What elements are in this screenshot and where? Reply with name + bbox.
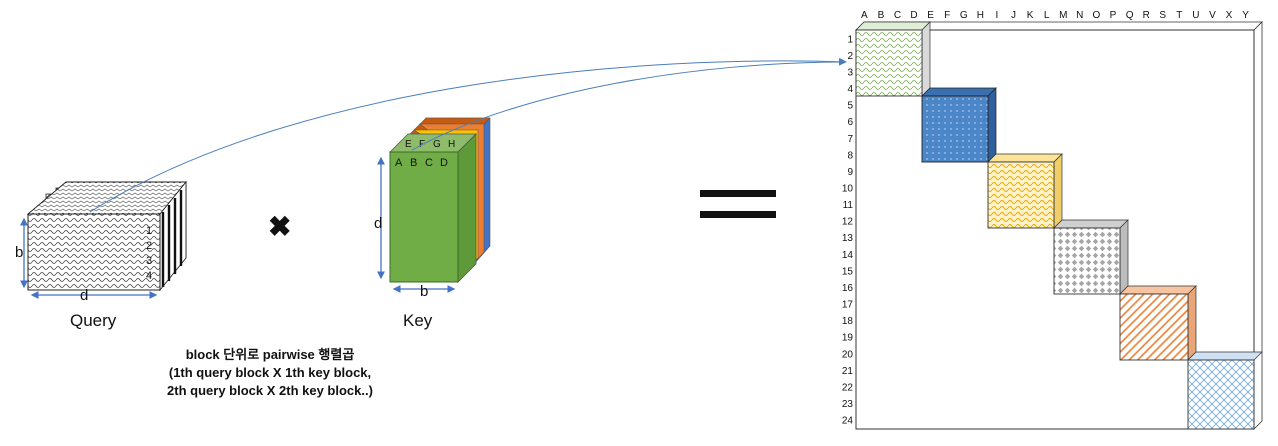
diagonal-block-5	[1119, 285, 1197, 361]
key-front-face	[389, 151, 459, 283]
matrix-column-label: Y	[1242, 10, 1249, 21]
matrix-column-label: J	[1011, 10, 1016, 21]
query-to-matrix-curve	[89, 57, 847, 213]
matrix-column-label: U	[1192, 10, 1199, 21]
caption: block 단위로 pairwise 행렬곱 (1th query block …	[120, 346, 420, 400]
matrix-row-label: 18	[842, 316, 854, 327]
matrix-row-label: 15	[842, 266, 854, 277]
matrix-row-label: 11	[843, 200, 854, 211]
matrix-row-label: 6	[847, 117, 853, 128]
key-front-labels: A B C D	[395, 157, 448, 169]
matrix-row-label: 14	[842, 250, 854, 261]
key-dim-b-label: b	[420, 283, 428, 300]
matrix-column-label: V	[1209, 10, 1216, 21]
key-front-label: A	[395, 157, 403, 169]
query-row-label: 2	[146, 240, 152, 252]
key-front-label: B	[410, 157, 417, 169]
matrix-column-label: D	[910, 10, 917, 21]
matrix-row-label: 2	[847, 51, 853, 62]
diagonal-block-2	[921, 87, 997, 163]
matrix-column-label: B	[878, 10, 885, 21]
key-front-label: C	[425, 157, 433, 169]
matrix-column-label: H	[977, 10, 984, 21]
matrix-column-label: C	[894, 10, 901, 21]
multiply-icon: ✖	[268, 211, 291, 242]
matrix-row-label: 13	[842, 233, 854, 244]
query-row-labels: 1 2 3 4	[146, 225, 152, 282]
diagonal-block-1	[855, 21, 931, 97]
matrix-column-label: P	[1110, 10, 1117, 21]
matrix-row-label: 16	[842, 283, 854, 294]
matrix-column-label: K	[1027, 10, 1034, 21]
matrix-row-label: 17	[842, 300, 854, 311]
matrix-row-label: 23	[842, 399, 854, 410]
caption-line-2: (1th query block X 1th key block,	[168, 365, 372, 380]
matrix-row-label: 19	[842, 333, 854, 344]
equals-icon	[700, 190, 776, 218]
query-label: Query	[70, 311, 117, 330]
key-back-label: G	[433, 139, 441, 150]
query-dim-b-label: b	[15, 244, 23, 261]
matrix-column-label: L	[1044, 10, 1050, 21]
caption-line-1: block 단위로 pairwise 행렬곱	[185, 347, 355, 362]
key-dim-d-label: d	[374, 215, 382, 232]
key-label: Key	[403, 311, 433, 330]
matrix-side-edge	[1253, 21, 1263, 430]
matrix-row-label: 20	[842, 349, 854, 360]
matrix-row-label: 21	[842, 366, 854, 377]
key-back-label: H	[448, 139, 455, 150]
query-row-label: 3	[146, 255, 152, 267]
key-tensor: E F G H A B C D d b Key	[374, 117, 491, 330]
matrix-column-label: F	[944, 10, 950, 21]
matrix-row-label: 22	[842, 383, 854, 394]
matrix-column-label: M	[1059, 10, 1067, 21]
matrix-column-label: E	[927, 10, 934, 21]
key-side-face	[457, 133, 477, 283]
query-front-face	[27, 213, 161, 291]
query-side-stripes	[161, 190, 183, 287]
matrix-row-label: 4	[847, 84, 853, 95]
matrix-row-label: 9	[847, 167, 853, 178]
matrix-row-label: 7	[847, 134, 853, 145]
diagonal-block-3	[987, 153, 1063, 229]
matrix-row-label: 12	[842, 217, 854, 228]
matrix-column-label: T	[1176, 10, 1182, 21]
matrix-column-label: X	[1226, 10, 1233, 21]
matrix-column-label: O	[1093, 10, 1101, 21]
query-top-face	[26, 181, 187, 215]
matrix-row-label: 5	[847, 101, 853, 112]
diagonal-block-6	[1187, 351, 1263, 430]
key-front-label: D	[440, 157, 448, 169]
matrix-column-label: I	[996, 10, 999, 21]
matrix-row-label: 8	[847, 150, 853, 161]
matrix-column-label: S	[1159, 10, 1166, 21]
query-dim-d-label: d	[80, 287, 88, 304]
matrix-row-label: 24	[842, 416, 854, 427]
matrix-row-label: 1	[847, 34, 853, 45]
matrix-row-label: 3	[847, 67, 853, 78]
diagonal-block-4	[1053, 219, 1129, 295]
query-row-label: 4	[146, 270, 152, 282]
matrix-row-label: 10	[842, 184, 854, 195]
key-back-label: E	[405, 139, 412, 150]
query-row-label: 1	[146, 225, 152, 237]
matrix-column-label: G	[960, 10, 968, 21]
query-tensor: 1 2 3 4 b d Query	[15, 180, 187, 330]
matrix-column-label: R	[1143, 10, 1150, 21]
caption-line-3: 2th query block X 2th key block..)	[167, 383, 373, 398]
matrix-column-label: A	[861, 10, 868, 21]
key-to-matrix-curve	[411, 61, 847, 151]
matrix-column-label: N	[1076, 10, 1083, 21]
matrix-column-label: Q	[1126, 10, 1134, 21]
